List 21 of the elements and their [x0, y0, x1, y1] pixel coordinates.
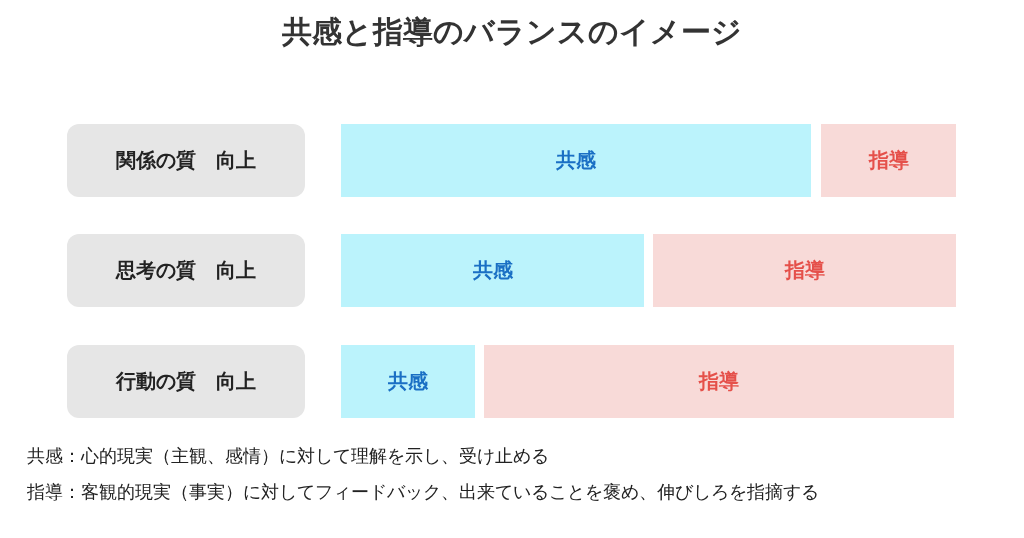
empathy-bar [341, 124, 811, 197]
empathy-bar [341, 345, 475, 418]
quality-label-box [67, 234, 305, 307]
bar-label: 共感 [556, 147, 596, 174]
guidance-bar [484, 345, 954, 418]
bar-label: 指導 [868, 147, 909, 174]
empathy-bar [341, 234, 644, 307]
guidance-bar [821, 124, 956, 197]
bar-label: 指導 [784, 257, 825, 284]
guidance-bar [653, 234, 956, 307]
quality-label: 思考の質 向上 [116, 257, 256, 284]
definition-note: 指導：客観的現実（事実）に対してフィードバック、出来ていることを褒め、伸びしろを指摘する [27, 480, 819, 504]
quality-label-box [67, 124, 305, 197]
bar-label: 共感 [388, 368, 428, 395]
bar-label: 指導 [699, 368, 739, 395]
quality-label: 行動の質 向上 [116, 368, 256, 395]
bar-label: 共感 [472, 257, 513, 284]
diagram-title: 共感と指導のバランスのイメージ [282, 13, 742, 51]
definition-note: 共感：心的現実（主観、感情）に対して理解を示し、受け止める [27, 444, 549, 468]
quality-label-box [67, 345, 305, 418]
quality-label: 関係の質 向上 [116, 147, 256, 174]
